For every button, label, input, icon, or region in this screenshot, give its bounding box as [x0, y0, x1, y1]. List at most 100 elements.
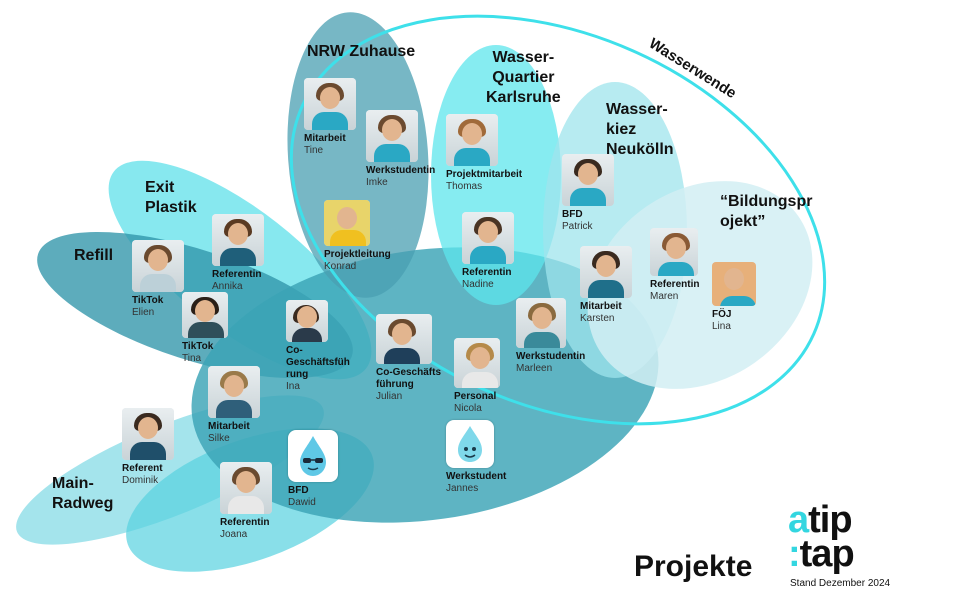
wk-line3: Neukölln [606, 141, 674, 158]
person-name: Julian [376, 391, 403, 402]
person-name: Lina [712, 321, 731, 332]
person-name: Ina [286, 381, 300, 392]
person-card: Mitarbeit Tine [304, 78, 434, 157]
logo-accent-a: a [788, 499, 809, 541]
water-drop-mascot-icon [446, 420, 494, 468]
person-role: Projektmitarbeit [446, 169, 523, 180]
label-exit-plastik: Exit Plastik [145, 178, 197, 218]
mr-line2: Radweg [52, 495, 114, 512]
water-drop-icon [458, 426, 482, 462]
logo-date: Stand Dezember 2024 [790, 578, 891, 589]
avatar [324, 200, 370, 246]
logo-accent-colon: : [788, 533, 801, 575]
person-name: Karsten [580, 313, 615, 324]
label-nrw-zuhause: NRW Zuhause [307, 43, 416, 60]
avatar [650, 228, 698, 276]
avatar [712, 262, 756, 306]
person-card: Referentin Maren [650, 228, 780, 303]
avatar [366, 110, 418, 162]
person-name: Jannes [446, 483, 479, 494]
person-name: Imke [366, 177, 388, 188]
ep-line1: Exit [145, 179, 175, 196]
ellipse-wasserwende-ring [289, 14, 827, 426]
person-card: Werkstudent Jannes [446, 420, 576, 495]
avatar [286, 300, 328, 342]
person-role: BFD [288, 485, 309, 496]
wk-line2: kiez [606, 121, 637, 138]
avatar [304, 78, 356, 130]
person-name: Nicola [454, 403, 482, 414]
bp-line2: ojekt” [720, 213, 766, 230]
person-card: TikTok Tina [182, 292, 312, 365]
person-card: Werkstudentin Marleen [516, 298, 646, 375]
person-role: Referentin [212, 269, 262, 280]
mr-line1: Main- [52, 475, 94, 492]
wk-line1: Wasser- [606, 101, 668, 118]
logo-line2: :tap [788, 533, 855, 575]
label-refill: Refill [74, 247, 114, 264]
person-card: BFD Patrick [562, 154, 692, 233]
avatar [182, 292, 228, 338]
avatar [208, 366, 260, 418]
wq-line2: Quartier [492, 69, 555, 86]
person-card: Co-Geschäfts führung Julian [376, 314, 506, 403]
logo-tip: tip [808, 499, 852, 541]
ep-line2: Plastik [145, 199, 197, 216]
person-role: BFD [562, 209, 583, 220]
avatar [454, 338, 500, 388]
avatar [212, 214, 264, 266]
person-name: Nadine [462, 279, 494, 290]
atiptap-logo: atip :tap [788, 499, 908, 582]
person-card: Referentin Annika [212, 214, 342, 293]
avatar [446, 114, 498, 166]
person-name: Dawid [288, 497, 316, 508]
wq-line3: Karlsruhe [486, 89, 561, 106]
avatar [376, 314, 432, 364]
person-name: Thomas [446, 181, 483, 192]
person-name: Konrad [324, 261, 357, 272]
label-bildungsprojekt: “Bildungspr ojekt” [720, 192, 812, 232]
avatar [132, 240, 184, 292]
person-name: Marleen [516, 363, 553, 374]
person-card: Mitarbeit Silke [208, 366, 338, 445]
person-role: FÖJ [712, 309, 732, 320]
person-name: Tine [304, 145, 324, 156]
label-wasser-quartier: Wasser- Quartier Karlsruhe [486, 48, 561, 108]
person-role: Werkstudentin [366, 165, 436, 176]
person-card: Personal Nicola [454, 338, 584, 415]
person-name: Elien [132, 307, 155, 318]
person-name: Dominik [122, 475, 159, 486]
person-role: Projektleitung [324, 249, 391, 260]
person-role: Referentin [220, 517, 270, 528]
page-title: Projekte [634, 550, 753, 583]
label-wasserwende: Wasserwende [646, 35, 739, 102]
avatar [562, 154, 614, 206]
person-role: Mitarbeit [208, 421, 250, 432]
person-role: Referentin [462, 267, 512, 278]
person-role: Co-Geschäfts führung [376, 367, 442, 390]
person-card: FÖJ Lina [712, 262, 842, 333]
person-card: Projektleitung Konrad [324, 200, 454, 273]
person-card: TikTok Elien [132, 240, 262, 319]
person-role: Mitarbeit [580, 301, 622, 312]
person-role: Werkstudent [446, 471, 507, 482]
logo-tap: tap [799, 533, 855, 575]
person-name: Patrick [562, 221, 593, 232]
wq-line1: Wasser- [492, 49, 555, 66]
person-role: Personal [454, 391, 497, 402]
person-role: Werkstudentin [516, 351, 586, 362]
person-card: Mitarbeit Karsten [580, 246, 710, 325]
person-card: Werkstudentin Imke [366, 110, 496, 189]
person-role: Referentin [650, 279, 700, 290]
person-card: Co-Geschäftsfüh rung Ina [286, 300, 416, 393]
bp-line1: “Bildungspr [720, 193, 813, 210]
person-role: Co-Geschäftsfüh rung [286, 345, 350, 380]
person-name: Annika [212, 281, 243, 292]
logo-line1: atip [788, 499, 853, 541]
label-main-radweg: Main- Radweg [52, 474, 113, 514]
avatar [516, 298, 566, 348]
label-wasserkiez: Wasser- kiez Neukölln [606, 100, 674, 160]
person-name: Silke [208, 433, 230, 444]
person-name: Maren [650, 291, 679, 302]
person-role: TikTok [132, 295, 164, 306]
